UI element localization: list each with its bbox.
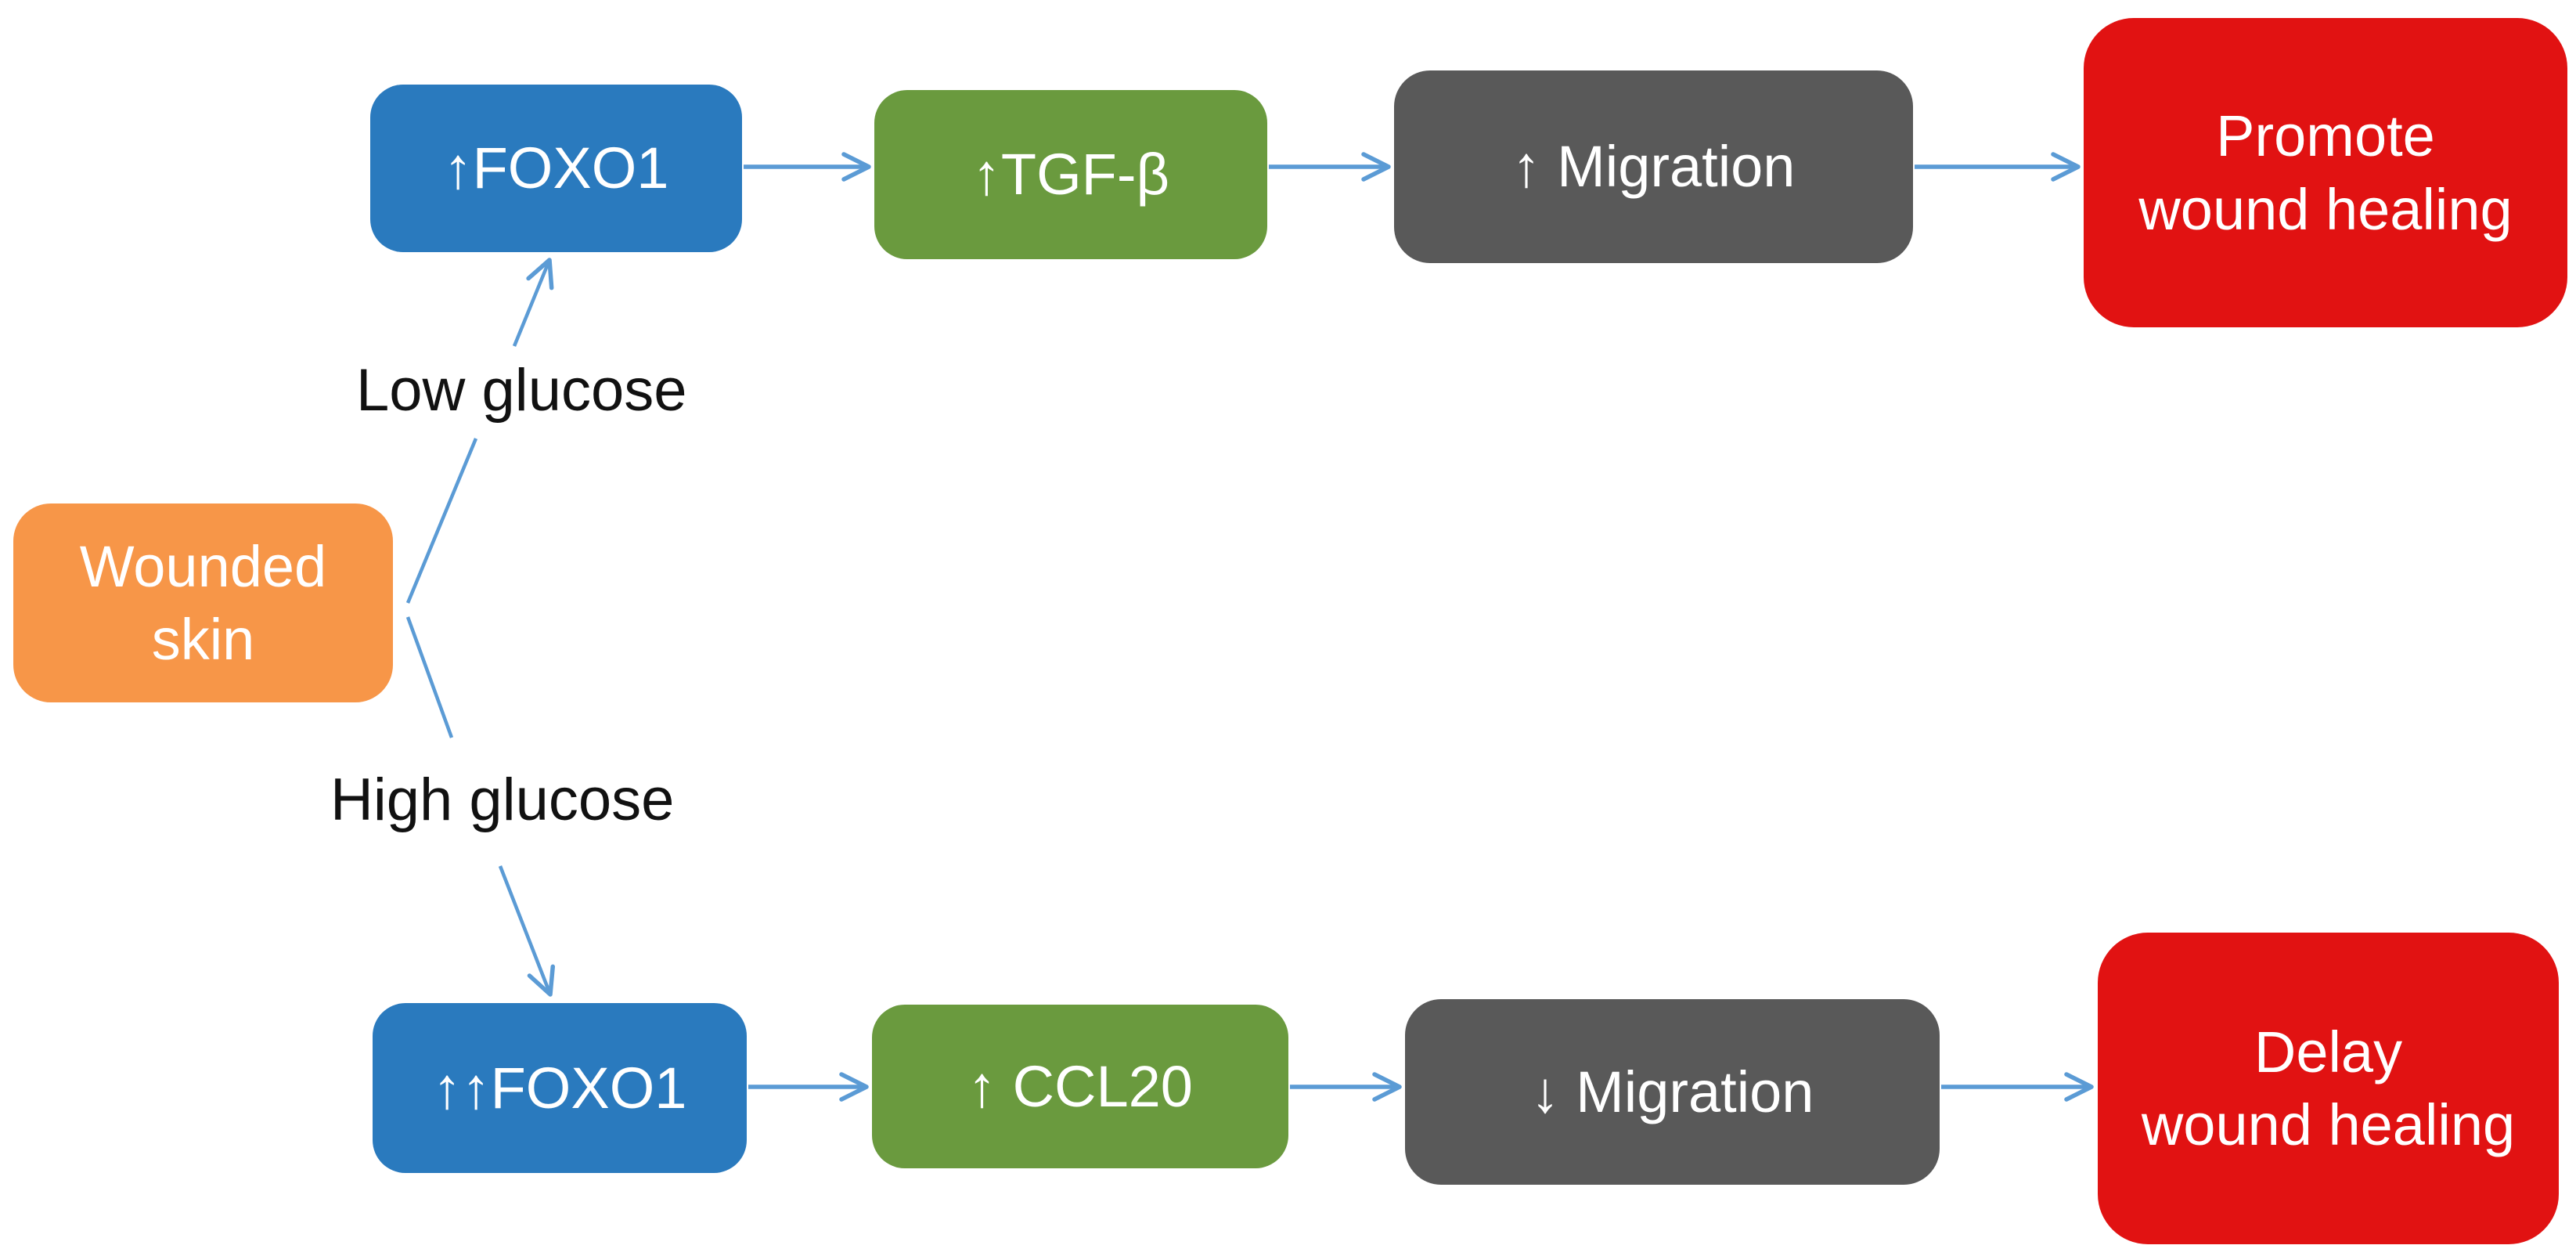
node-delay-wound-healing: Delay wound healing <box>2098 933 2559 1244</box>
node-ccl20-up: ↑ CCL20 <box>872 1005 1288 1168</box>
node-foxo1-up: ↑FOXO1 <box>370 85 742 252</box>
line-wounded-skin-to-low-glucose <box>405 438 478 604</box>
node-wounded-skin: Wounded skin <box>13 503 393 702</box>
node-tgf-beta-up: ↑TGF-β <box>874 90 1267 259</box>
arrow-high-glucose-to-foxo1 <box>498 865 556 997</box>
node-migration-up: ↑ Migration <box>1394 70 1913 263</box>
node-promote-wound-healing: Promote wound healing <box>2084 18 2567 327</box>
label-high-glucose: High glucose <box>330 767 675 833</box>
label-low-glucose: Low glucose <box>356 357 687 424</box>
node-migration-down: ↓ Migration <box>1405 999 1940 1185</box>
arrow-low-glucose-to-foxo1 <box>512 258 554 347</box>
node-foxo1-double-up: ↑↑FOXO1 <box>373 1003 747 1173</box>
line-wounded-skin-to-high-glucose <box>405 616 454 738</box>
